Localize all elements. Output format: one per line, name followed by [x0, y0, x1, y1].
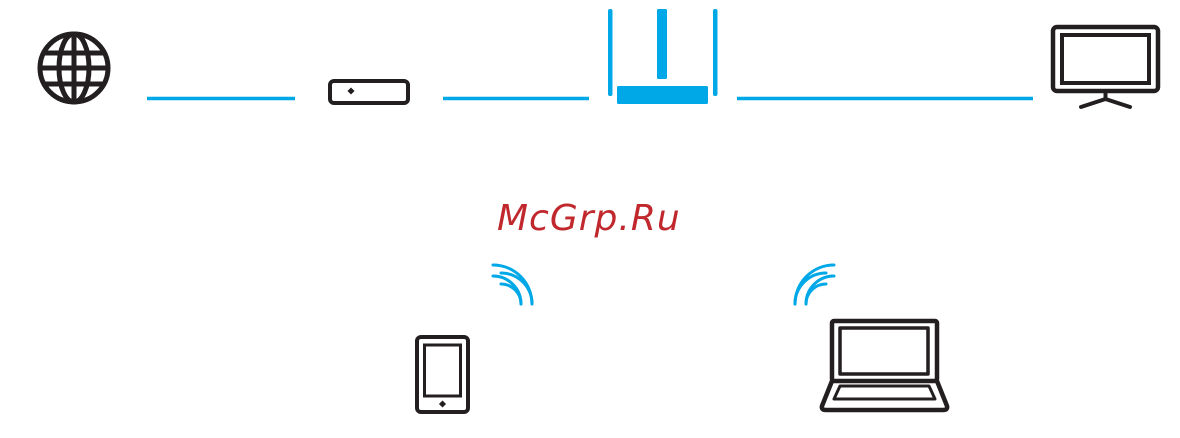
watermark-text: McGrp.Ru [497, 198, 681, 239]
wifi-signal-icon [795, 265, 834, 304]
laptop-icon [822, 321, 947, 410]
modem-icon [330, 81, 408, 103]
globe-icon [40, 34, 108, 102]
smartphone-icon [417, 337, 468, 412]
wifi-signal-icon [493, 265, 532, 304]
tv-icon [1053, 27, 1158, 107]
router-icon [608, 9, 718, 104]
